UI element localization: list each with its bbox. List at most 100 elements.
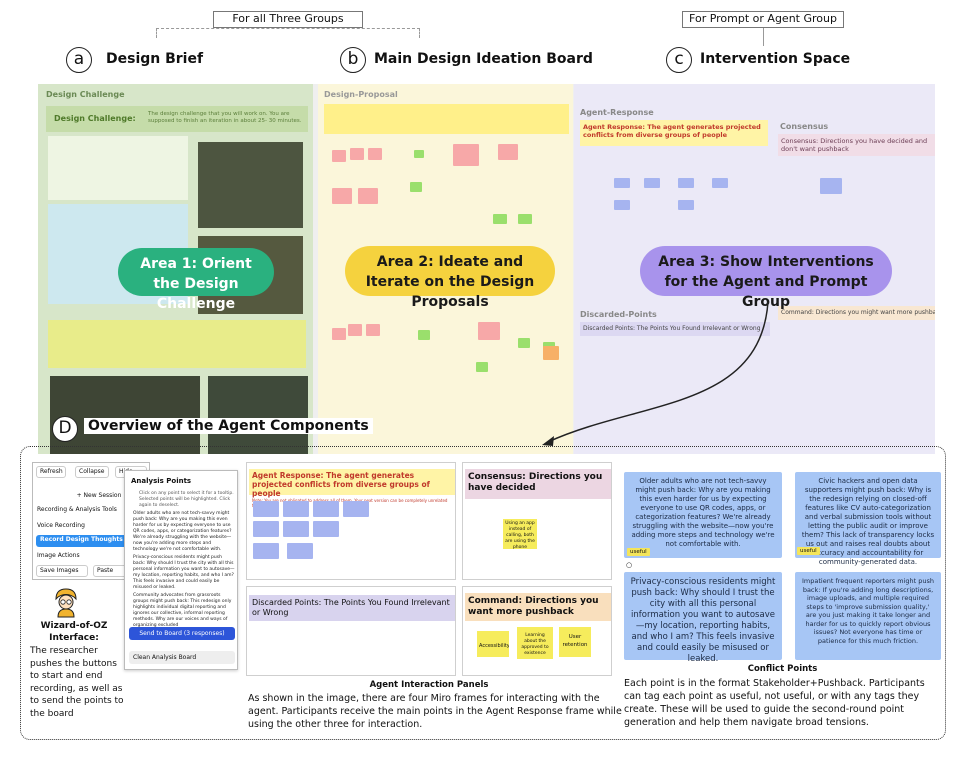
point-sticky[interactable] (343, 501, 369, 517)
useful-tag[interactable]: useful (797, 547, 820, 555)
conflict-caption-body: Each point is in the format Stakeholder+… (624, 678, 925, 728)
point-sticky[interactable] (287, 543, 313, 559)
sticky (358, 188, 378, 204)
conflict-point[interactable]: Privacy-conscious residents might push b… (624, 572, 782, 664)
sticky (348, 324, 362, 336)
conflict-point-text: Privacy-conscious residents might push b… (630, 577, 776, 664)
conflict-point[interactable]: Civic hackers and open data supporters m… (795, 472, 941, 566)
sticky (332, 150, 346, 162)
title-agent-components: Overview of the Agent Components (84, 418, 373, 434)
conflict-caption-title: Conflict Points (747, 664, 818, 674)
researcher-avatar-icon (55, 588, 77, 618)
sticky (476, 362, 488, 372)
new-session-button[interactable]: + New Session (76, 492, 122, 499)
woz-caption-title: Wizard-of-OZ Interface: (40, 621, 108, 643)
send-to-board-button[interactable]: Send to Board (3 responses) (129, 627, 235, 640)
brief-image-4 (208, 376, 308, 454)
panels-caption-body: As shown in the image, there are four Mi… (248, 693, 622, 730)
clean-board-button[interactable]: Clean Analysis Board (129, 651, 235, 664)
letter-c: c (666, 47, 692, 73)
brief-image-1 (198, 142, 303, 228)
title-ideation-board: Main Design Ideation Board (374, 51, 593, 67)
area-2-pill: Area 2: Ideate and Iterate on the Design… (345, 246, 555, 310)
command-sticky[interactable]: Accessibility (477, 631, 509, 657)
analysis-point[interactable]: Community advocates from grassroots grou… (133, 593, 232, 628)
consensus-frame-label: Consensus (780, 122, 829, 131)
sticky (498, 144, 518, 160)
sticky (518, 338, 530, 348)
brief-frame-label: Design Challenge (46, 90, 125, 99)
title-intervention-space: Intervention Space (700, 51, 851, 67)
point-sticky[interactable] (253, 521, 279, 537)
consensus-panel-title: Consensus: Directions you have decided (465, 469, 611, 499)
sticky (478, 322, 500, 340)
sticky (543, 346, 559, 360)
analysis-point[interactable]: Older adults who are not tech-savvy migh… (133, 511, 232, 552)
sticky (820, 178, 842, 194)
sticky (644, 178, 660, 188)
proposal-header (324, 104, 569, 134)
brief-challenge-card (48, 320, 306, 368)
discarded-frame-label: Discarded-Points (580, 310, 657, 319)
sticky (368, 148, 382, 160)
save-images-button[interactable]: Save Images (36, 565, 88, 577)
agent-response-frame-label: Agent-Response (580, 108, 654, 117)
tag-add-icon[interactable]: ○ (626, 561, 633, 569)
record-thoughts-button[interactable]: Record Design Thoughts (36, 535, 148, 547)
command-sticky[interactable]: User retention (559, 627, 591, 657)
point-sticky[interactable] (313, 521, 339, 537)
agent-response-panel-header: Agent Response: The agent generates proj… (249, 469, 455, 508)
conflict-point-text: Impatient frequent reporters might push … (802, 577, 934, 645)
proposal-frame-label: Design-Proposal (324, 90, 398, 99)
area-1-pill: Area 1: Orient the Design Challenge (118, 248, 274, 312)
sticky (410, 182, 422, 192)
discarded-panel: Discarded Points: The Points You Found I… (246, 586, 456, 676)
sticky (453, 144, 479, 166)
discarded-panel-title: Discarded Points: The Points You Found I… (249, 595, 455, 621)
point-sticky[interactable] (313, 501, 339, 517)
discarded-header: Discarded Points: The Points You Found I… (580, 322, 770, 336)
arrow-to-components (542, 301, 769, 446)
point-sticky[interactable] (283, 521, 309, 537)
useful-tag[interactable]: useful (627, 548, 650, 556)
command-sticky[interactable]: Learning about the approved to existence (517, 627, 553, 659)
conflict-point[interactable]: Older adults who are not tech-savvy migh… (624, 472, 782, 558)
connector-prompt (763, 28, 764, 46)
agent-response-header: Agent Response: The agent generates proj… (580, 120, 768, 146)
command-header: Command: Directions you might want more … (778, 306, 935, 320)
bracket-all (156, 28, 420, 38)
refresh-button[interactable]: Refresh (36, 466, 66, 478)
panels-caption-title: Agent Interaction Panels (369, 680, 489, 690)
analysis-point[interactable]: Privacy-conscious residents might push b… (133, 555, 235, 590)
conflict-point-text: Older adults who are not tech-savvy migh… (631, 477, 775, 548)
sticky (366, 324, 380, 336)
letter-a: a (66, 47, 92, 73)
point-sticky[interactable] (253, 501, 279, 517)
analysis-points-panel: Analysis Points Click on any point to se… (124, 470, 238, 670)
sticky (493, 214, 507, 224)
sticky (614, 200, 630, 210)
sticky (350, 148, 364, 160)
agent-response-panel: Agent Response: The agent generates proj… (246, 462, 456, 580)
collapse-button[interactable]: Collapse (75, 466, 109, 478)
sticky (414, 150, 424, 158)
brief-image-3 (50, 376, 200, 454)
conflict-point[interactable]: Impatient frequent reporters might push … (795, 572, 941, 660)
sticky (332, 188, 352, 204)
sticky (418, 330, 430, 340)
brief-heading: Design Challenge: (54, 114, 136, 123)
point-sticky[interactable] (253, 543, 279, 559)
consensus-header: Consensus: Directions you have decided a… (778, 134, 935, 156)
command-panel-title: Command: Directions you want more pushba… (465, 593, 611, 621)
group-label-prompt: For Prompt or Agent Group (682, 11, 844, 28)
analysis-hint: Click on any point to select it for a to… (139, 491, 234, 508)
sticky (332, 328, 346, 340)
woz-caption-body: The researcher pushes the buttons to sta… (30, 646, 124, 719)
point-sticky[interactable] (283, 501, 309, 517)
consensus-sticky[interactable]: Using an app instead of calling, both ar… (503, 519, 537, 549)
title-design-brief: Design Brief (106, 51, 204, 67)
sticky (518, 214, 532, 224)
area-3-pill: Area 3: Show Interventions for the Agent… (640, 246, 892, 310)
consensus-panel: Consensus: Directions you have decided U… (462, 462, 612, 580)
